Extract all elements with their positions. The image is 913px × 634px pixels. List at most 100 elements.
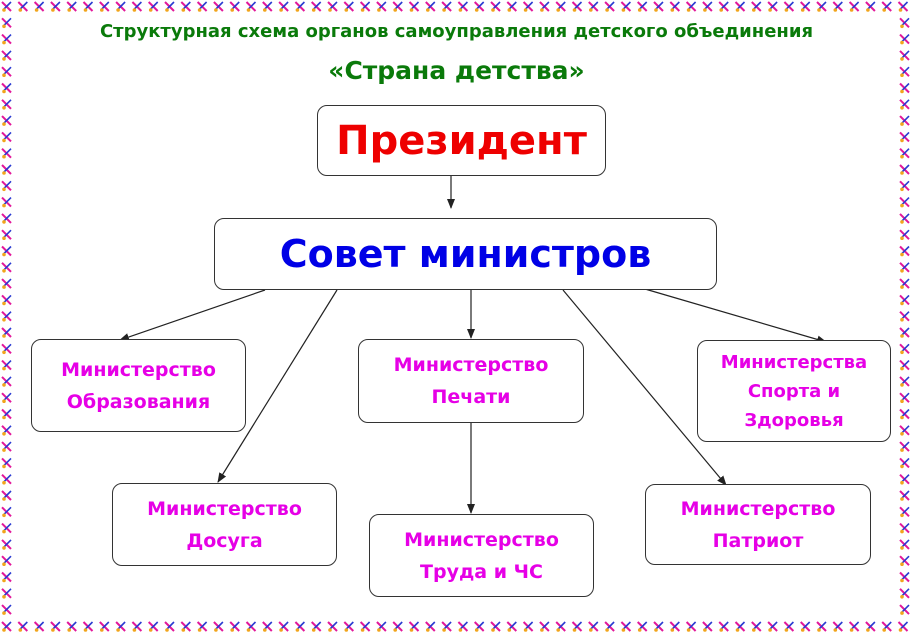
paper-clip-pin-icon — [229, 621, 240, 632]
paper-clip-pin-icon — [180, 1, 192, 12]
paper-clip-pin-icon — [294, 1, 306, 12]
node-ministry-press: Министерство Печати — [358, 339, 584, 423]
paper-clip-pin-icon — [180, 621, 192, 632]
paper-clip-pin-icon — [1, 17, 12, 29]
node-president: Президент — [317, 105, 606, 176]
paper-clip-pin-icon — [33, 621, 45, 632]
paper-clip-pin-icon — [490, 1, 501, 12]
paper-clip-pin-icon — [751, 1, 762, 12]
paper-clip-pin-icon — [441, 621, 452, 632]
paper-clip-pin-icon — [164, 621, 175, 632]
paper-clip-pin-icon — [734, 1, 746, 12]
paper-clip-pin-icon — [99, 621, 110, 632]
paper-clip-pin-icon — [899, 33, 910, 45]
paper-clip-pin-icon — [1, 82, 12, 94]
paper-clip-pin-icon — [799, 1, 811, 12]
paper-clip-pin-icon — [506, 1, 518, 12]
node-ministry-leisure: Министерство Досуга — [112, 483, 337, 566]
paper-clip-pin-icon — [522, 621, 534, 632]
paper-clip-pin-icon — [620, 621, 632, 632]
paper-clip-pin-icon — [899, 425, 910, 436]
paper-clip-pin-icon — [899, 376, 910, 387]
paper-clip-pin-icon — [1, 473, 12, 485]
paper-clip-pin-icon — [899, 164, 910, 175]
paper-clip-pin-icon — [881, 1, 892, 12]
node-council-of-ministers: Совет министров — [214, 218, 717, 290]
paper-clip-pin-icon — [816, 1, 827, 12]
paper-clip-pin-icon — [1, 131, 12, 143]
paper-clip-pin-icon — [604, 1, 615, 12]
paper-clip-pin-icon — [702, 621, 713, 632]
paper-clip-pin-icon — [604, 621, 615, 632]
paper-clip-pin-icon — [1, 147, 12, 159]
paper-clip-pin-icon — [1, 588, 12, 599]
paper-clip-pin-icon — [899, 327, 910, 338]
node-president-label: Президент — [336, 117, 587, 164]
paper-clip-pin-icon — [1, 457, 12, 469]
paper-clip-pin-icon — [1, 490, 12, 501]
paper-clip-pin-icon — [457, 621, 469, 632]
paper-clip-pin-icon — [82, 621, 94, 632]
paper-clip-pin-icon — [147, 1, 159, 12]
paper-clip-pin-icon — [33, 1, 45, 12]
paper-clip-pin-icon — [50, 621, 61, 632]
paper-clip-pin-icon — [1, 506, 12, 518]
paper-clip-pin-icon — [343, 621, 355, 632]
paper-clip-pin-icon — [115, 1, 126, 12]
paper-clip-pin-icon — [899, 571, 910, 583]
node-patriot-label: Министерство Патриот — [680, 497, 836, 552]
node-ministry-patriot: Министерство Патриот — [645, 484, 871, 565]
paper-clip-pin-icon — [899, 213, 910, 224]
node-ministry-labor: Министерство Труда и ЧС — [369, 514, 594, 597]
paper-clip-pin-icon — [899, 229, 910, 240]
paper-clip-pin-icon — [66, 621, 77, 632]
paper-clip-pin-icon — [899, 294, 910, 306]
arrow-council-education — [119, 289, 266, 341]
paper-clip-pin-icon — [392, 621, 403, 632]
paper-clip-pin-icon — [718, 621, 729, 632]
paper-clip-pin-icon — [506, 621, 518, 632]
paper-clip-pin-icon — [734, 621, 746, 632]
paper-clip-pin-icon — [1, 245, 12, 257]
paper-clip-pin-icon — [1, 310, 12, 322]
paper-clip-pin-icon — [425, 1, 436, 12]
node-council-label: Совет министров — [279, 232, 652, 276]
paper-clip-pin-icon — [1, 408, 12, 420]
paper-clip-pin-icon — [899, 457, 910, 469]
paper-clip-pin-icon — [783, 1, 795, 12]
paper-clip-pin-icon — [899, 310, 910, 322]
paper-clip-pin-icon — [359, 1, 371, 12]
paper-clip-pin-icon — [899, 343, 910, 355]
paper-clip-pin-icon — [359, 621, 371, 632]
paper-clip-pin-icon — [636, 621, 648, 632]
paper-clip-pin-icon — [50, 1, 61, 12]
paper-clip-pin-icon — [1, 539, 12, 550]
paper-clip-pin-icon — [1, 164, 12, 175]
paper-clip-pin-icon — [522, 1, 534, 12]
paper-clip-pin-icon — [1, 229, 12, 240]
paper-clip-pin-icon — [899, 473, 910, 485]
paper-clip-pin-icon — [881, 621, 892, 632]
paper-clip-pin-icon — [245, 621, 257, 632]
paper-clip-pin-icon — [899, 262, 910, 273]
paper-clip-pin-icon — [310, 621, 322, 632]
paper-clip-pin-icon — [278, 1, 289, 12]
paper-clip-pin-icon — [1, 555, 12, 566]
paper-clip-pin-icon — [1, 571, 12, 583]
paper-clip-pin-icon — [278, 621, 289, 632]
paper-clip-pin-icon — [588, 621, 599, 632]
paper-clip-pin-icon — [213, 621, 224, 632]
paper-clip-pin-icon — [425, 621, 436, 632]
paper-clip-pin-icon — [473, 621, 485, 632]
paper-clip-pin-icon — [327, 621, 338, 632]
paper-clip-pin-icon — [1, 294, 12, 306]
paper-clip-pin-icon — [899, 147, 910, 159]
paper-clip-pin-icon — [1, 213, 12, 224]
paper-clip-pin-icon — [653, 621, 664, 632]
paper-clip-pin-icon — [816, 621, 827, 632]
paper-clip-pin-icon — [473, 1, 485, 12]
paper-clip-pin-icon — [245, 1, 257, 12]
paper-clip-pin-icon — [229, 1, 240, 12]
paper-clip-pin-icon — [1, 327, 12, 338]
node-labor-label: Министерство Труда и ЧС — [404, 528, 559, 583]
